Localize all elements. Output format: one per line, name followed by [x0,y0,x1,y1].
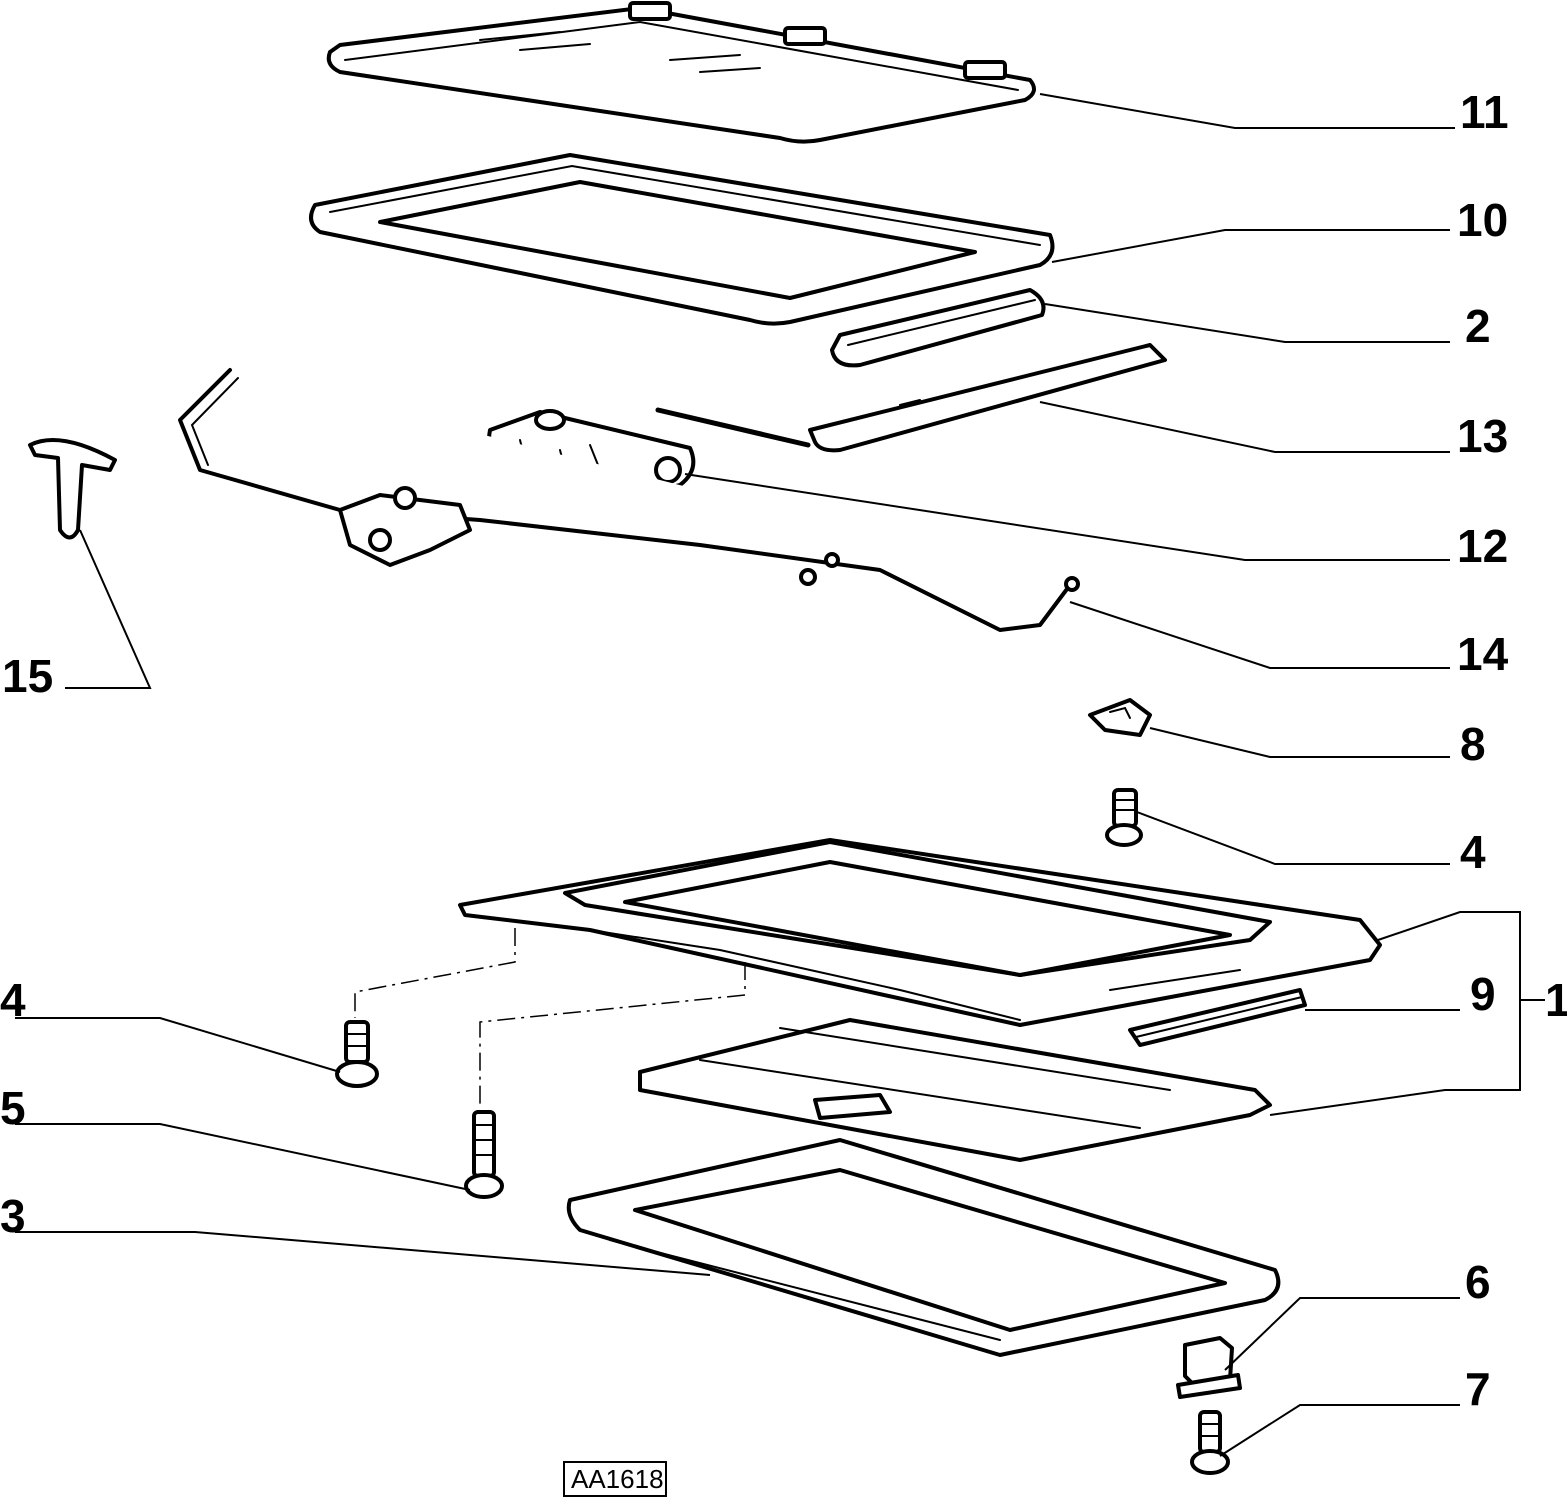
part-5-screw [464,1110,504,1199]
part-7-screw [1190,1410,1230,1475]
callout-3: 3 [0,1190,26,1242]
callout-2: 2 [1465,300,1491,352]
callout-4-left: 4 [0,974,26,1026]
callout-10: 10 [1457,194,1508,246]
part-14-drive-cable [178,368,1080,632]
assembly-dashed-lines [354,928,746,1108]
part-9-seal-strip [1128,988,1307,1047]
part-3-trim-frame [566,1138,1281,1357]
callout-labels: 11 10 2 13 12 14 15 8 4 9 1 4 5 3 6 7 [0,86,1567,1415]
reference-code-box: AA1618 [563,1461,667,1497]
callout-1: 1 [1545,974,1567,1026]
part-8-clip [1088,698,1152,737]
part-4-screw-right [1105,788,1143,847]
callout-15: 15 [2,650,53,702]
callout-6: 6 [1465,1256,1491,1308]
leader-lines [15,93,1545,1457]
callout-4-right: 4 [1460,826,1486,878]
callout-9: 9 [1470,968,1496,1020]
part-11-glass-panel [326,1,1036,144]
part-13-guide-rail [655,343,1167,453]
part-1-sunshade-panel [638,1018,1272,1162]
callout-8: 8 [1460,718,1486,770]
part-4-screw-left [335,1020,379,1088]
part-1-main-frame [458,838,1382,1027]
part-6-nut [1176,1336,1242,1399]
callout-11: 11 [1460,86,1509,138]
part-10-seal-frame [309,153,1055,326]
reference-code: AA1618 [571,1464,664,1494]
callout-13: 13 [1457,410,1508,462]
callout-7: 7 [1465,1363,1491,1415]
callout-5: 5 [0,1082,26,1134]
callout-14: 14 [1457,628,1509,680]
part-2-deflector-strip [830,288,1046,368]
callout-12: 12 [1457,520,1508,572]
part-15-crank-key [28,438,117,540]
